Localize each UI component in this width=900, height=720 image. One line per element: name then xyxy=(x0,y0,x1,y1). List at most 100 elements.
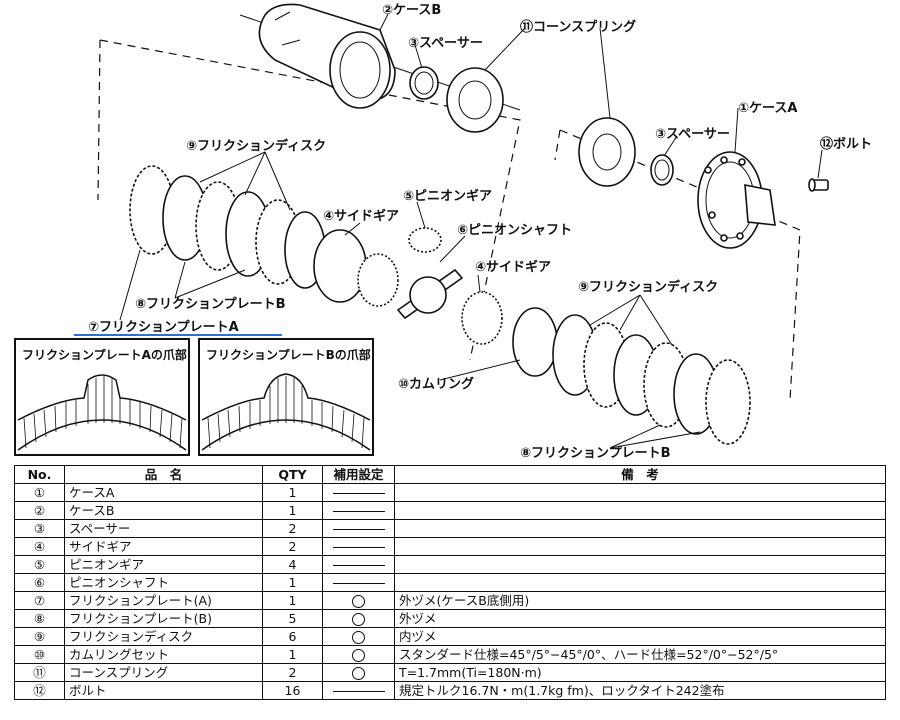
cell-no: ⑦ xyxy=(14,591,65,610)
cell-name: ピニオンギア xyxy=(64,555,263,574)
cell-name: スペーサー xyxy=(64,519,263,538)
label-side-gear-right: ④サイドギア xyxy=(475,259,551,275)
cell-remarks: T=1.7mm(Ti=180N·m) xyxy=(394,663,886,682)
detail-caption-plate-a: フリクションプレートAの爪部 xyxy=(22,348,187,362)
cell-qty: 1 xyxy=(262,645,323,664)
detail-caption-plate-b: フリクションプレートBの爪部 xyxy=(206,348,371,362)
service-available-mark xyxy=(352,630,365,644)
cell-no: ⑫ xyxy=(14,681,65,700)
detail-box-plate-b: フリクションプレートBの爪部 xyxy=(198,338,374,456)
cell-no: ⑧ xyxy=(14,609,65,628)
cell-no: ③ xyxy=(14,519,65,538)
friction-stack-left xyxy=(129,165,326,289)
cell-service xyxy=(322,537,395,556)
header-qty: QTY xyxy=(262,465,323,484)
header-service: 補用設定 xyxy=(322,465,395,484)
label-friction-disc-right: ⑨フリクションディスク xyxy=(578,279,718,295)
cone-spring-top-part xyxy=(446,67,504,133)
cell-remarks: 外ヅメ xyxy=(394,609,886,628)
cam-ring-part xyxy=(512,307,558,377)
label-spacer-top: ③スペーサー xyxy=(408,36,483,51)
service-none-mark xyxy=(332,546,385,548)
cell-no: ⑤ xyxy=(14,555,65,574)
cell-service xyxy=(322,645,395,664)
cone-spring-right-part xyxy=(578,117,636,187)
cell-qty: 5 xyxy=(262,609,323,628)
cell-service xyxy=(322,555,395,574)
label-friction-disc-top: ⑨フリクションディスク xyxy=(186,138,326,154)
cell-service xyxy=(322,681,395,700)
cell-name: カムリングセット xyxy=(64,645,263,664)
service-available-mark xyxy=(352,648,365,662)
pinion-gear-part xyxy=(408,227,442,253)
cell-no: ⑥ xyxy=(14,573,65,592)
service-available-mark xyxy=(352,612,365,626)
cell-name: サイドギア xyxy=(64,537,263,556)
service-available-mark xyxy=(352,666,365,680)
label-friction-plate-b-left: ⑧フリクションプレートB xyxy=(135,297,286,312)
cell-qty: 1 xyxy=(262,483,323,502)
side-gear-right-part xyxy=(461,291,503,345)
cell-remarks xyxy=(394,501,886,520)
cell-service xyxy=(322,663,395,682)
cell-name: ピニオンシャフト xyxy=(64,573,263,592)
label-case-a: ①ケースA xyxy=(738,101,797,116)
cell-no: ④ xyxy=(14,537,65,556)
label-cone-spring: ⑪コーンスプリング xyxy=(520,19,636,35)
cell-qty: 2 xyxy=(262,519,323,538)
label-friction-plate-b-bottom: ⑧フリクションプレートB xyxy=(520,446,671,461)
cell-service xyxy=(322,609,395,628)
service-none-mark xyxy=(332,690,385,692)
case-a-part xyxy=(697,151,776,249)
service-none-mark xyxy=(332,510,385,512)
cell-service xyxy=(322,519,395,538)
leader-lines xyxy=(119,13,823,449)
cell-qty: 2 xyxy=(262,537,323,556)
label-bolt: ⑫ボルト xyxy=(820,136,872,152)
header-remarks: 備 考 xyxy=(394,465,886,484)
cell-service xyxy=(322,591,395,610)
cell-no: ② xyxy=(14,501,65,520)
cell-service xyxy=(322,483,395,502)
cell-no: ⑩ xyxy=(14,645,65,664)
label-friction-plate-a: ⑦フリクションプレートA xyxy=(88,320,239,335)
table-header-row: No. 品 名 QTY 補用設定 備 考 xyxy=(14,465,886,484)
side-gear-left-part xyxy=(313,229,399,307)
cell-name: フリクションプレート(B) xyxy=(64,609,263,628)
cell-remarks: スタンダード仕様=45°/5°−45°/0°、ハード仕様=52°/0°−52°/… xyxy=(394,645,886,664)
cell-name: ボルト xyxy=(64,681,263,700)
label-pinion-shaft: ⑥ピニオンシャフト xyxy=(457,223,572,238)
cell-name: ケースA xyxy=(64,483,263,502)
service-available-mark xyxy=(352,594,365,608)
spacer-top-part xyxy=(409,66,439,100)
cell-remarks xyxy=(394,573,886,592)
label-pinion-gear: ⑤ピニオンギア xyxy=(403,188,492,204)
plate-b-tab-drawing xyxy=(201,373,371,451)
cell-name: ケースB xyxy=(64,501,263,520)
cell-name: フリクションプレート(A) xyxy=(64,591,263,610)
header-name: 品 名 xyxy=(64,465,263,484)
cell-remarks xyxy=(394,483,886,502)
cell-qty: 1 xyxy=(262,591,323,610)
cell-remarks xyxy=(394,519,886,538)
label-cam-ring: ⑩カムリング xyxy=(398,376,474,392)
plate-a-tab-drawing xyxy=(17,374,187,451)
label-side-gear-left: ④サイドギア xyxy=(323,208,399,224)
label-case-b: ②ケースB xyxy=(382,3,441,18)
exploded-view-diagram: ②ケースB ③スペーサー ⑪コーンスプリング ①ケースA ③スペーサー ⑫ボルト… xyxy=(74,3,872,461)
cell-service xyxy=(322,573,395,592)
